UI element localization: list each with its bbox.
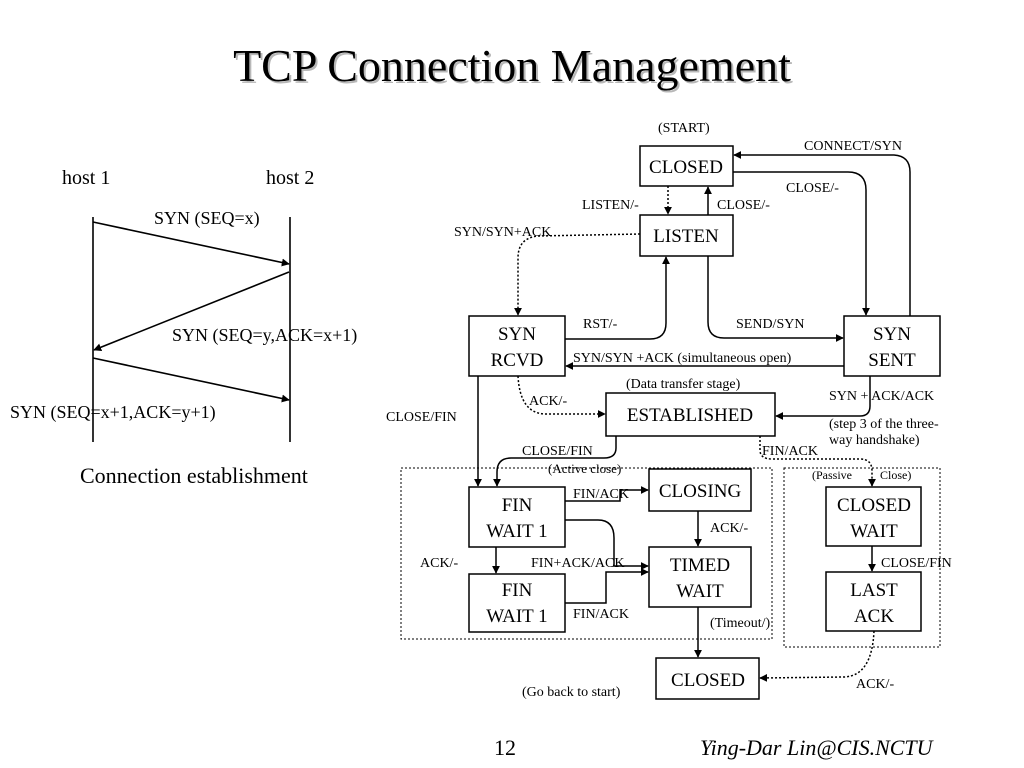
- label-close-fin-left: CLOSE/FIN: [386, 410, 457, 425]
- handshake-caption: Connection establishment: [80, 463, 308, 488]
- state-closed-top: [639, 145, 734, 187]
- state-syn-sent-label-2: SENT: [868, 350, 916, 371]
- host2-label: host 2: [266, 167, 314, 189]
- transition-lastack-ack: [759, 630, 875, 682]
- fsm-state-text: CLOSED LISTEN SYN RCVD SYN SENT ESTABLIS…: [486, 157, 916, 691]
- transition-syn-synack: [514, 233, 641, 316]
- state-last-ack-label-2: ACK: [854, 606, 894, 627]
- footer-author: Ying-Dar Lin@CIS.NCTU: [700, 735, 933, 760]
- state-timed-wait-label-2: WAIT: [676, 581, 724, 602]
- label-go-back: (Go back to start): [522, 685, 621, 700]
- fsm-states: [468, 145, 941, 700]
- fsm-transition-labels: (START) CONNECT/SYN CLOSE/- LISTEN/- CLO…: [386, 121, 952, 700]
- state-syn-rcvd-label-2: RCVD: [491, 350, 544, 371]
- transition-rst: [565, 256, 670, 340]
- label-close-fin-lastack: CLOSE/FIN: [881, 556, 952, 571]
- state-closed-bottom: [655, 657, 760, 700]
- fsm-groups: [400, 467, 941, 648]
- state-closed-wait: [825, 486, 922, 547]
- state-fin-wait-1-label-1: FIN: [502, 495, 533, 516]
- transition-finack-ack: [565, 519, 649, 570]
- state-listen-label: LISTEN: [653, 226, 719, 247]
- handshake-msg-3: SYN (SEQ=x+1,ACK=y+1): [10, 402, 216, 423]
- state-established-label: ESTABLISHED: [627, 405, 753, 426]
- label-active-close: (Active close): [548, 461, 621, 476]
- label-timeout: (Timeout/): [710, 616, 770, 631]
- state-fin-wait-2-label-2: WAIT 1: [486, 606, 547, 627]
- label-ack-dash-bottom: ACK/-: [856, 677, 894, 692]
- label-close-dash-right: CLOSE/-: [786, 181, 839, 196]
- fsm-transitions: [474, 151, 911, 682]
- label-fin-ack-ack: FIN+ACK/ACK: [531, 556, 624, 571]
- passive-close-group: [783, 467, 941, 648]
- handshake-arrow-3: [92, 357, 290, 403]
- active-close-group: [400, 467, 773, 640]
- label-close-fin-mid: CLOSE/FIN: [522, 444, 593, 459]
- label-step3-line2: way handshake): [829, 433, 920, 448]
- state-last-ack: [825, 571, 922, 632]
- state-closed-wait-label-2: WAIT: [850, 521, 898, 542]
- label-step3-line1: (step 3 of the three-: [829, 417, 939, 432]
- handshake-arrow-1: [92, 221, 290, 267]
- transition-send-syn: [707, 256, 844, 342]
- label-fin-ack-fw2: FIN/ACK: [573, 607, 629, 622]
- transition-fin-ack-closing: [565, 486, 649, 502]
- state-listen: [639, 214, 734, 257]
- state-closed-wait-label-1: CLOSED: [837, 495, 911, 516]
- transition-close-to-synsent: [733, 171, 870, 316]
- host1-label: host 1: [62, 167, 110, 189]
- label-syn-syn-ack: SYN/SYN+ACK: [454, 225, 551, 240]
- state-closing: [648, 468, 752, 512]
- transition-fw2-fin-ack: [565, 568, 649, 604]
- label-syn-ack-ack: SYN + ACK/ACK: [829, 389, 934, 404]
- state-fin-wait-2: [468, 573, 566, 633]
- handshake-arrow-2: [93, 271, 290, 352]
- state-fin-wait-1-label-2: WAIT 1: [486, 521, 547, 542]
- state-established: [605, 392, 776, 437]
- state-syn-rcvd-label-1: SYN: [498, 324, 536, 345]
- slide-title: TCP Connection Management: [233, 40, 791, 91]
- transition-connect-syn: [733, 151, 911, 316]
- label-rst-dash: RST/-: [583, 317, 618, 332]
- transition-synack-ack: [775, 376, 871, 420]
- label-fin-ack-right: FIN/ACK: [762, 444, 818, 459]
- label-ack-dash-established: ACK/-: [529, 394, 567, 409]
- label-ack-dash-fw1: ACK/-: [420, 556, 458, 571]
- label-ack-dash-closing: ACK/-: [710, 521, 748, 536]
- state-closing-label: CLOSING: [659, 481, 742, 502]
- handshake-diagram: host 1 host 2 SYN (SEQ=x) SYN (SEQ=y,ACK…: [10, 167, 357, 442]
- label-connect-syn: CONNECT/SYN: [804, 139, 902, 154]
- state-timed-wait-label-1: TIMED: [670, 555, 730, 576]
- label-listen-dash: LISTEN/-: [582, 198, 639, 213]
- transition-ack-established: [517, 375, 606, 418]
- label-fin-ack-to-closing: FIN/ACK: [573, 487, 629, 502]
- label-simultaneous-open: SYN/SYN +ACK (simultaneous open): [573, 351, 792, 366]
- label-close-dash-mid: CLOSE/-: [717, 198, 770, 213]
- transition-close-fin-established: [493, 436, 617, 487]
- state-closed-top-label: CLOSED: [649, 157, 723, 178]
- state-closed-bottom-label: CLOSED: [671, 670, 745, 691]
- state-syn-rcvd: [468, 315, 566, 377]
- handshake-msg-1: SYN (SEQ=x): [154, 208, 260, 229]
- label-data-transfer: (Data transfer stage): [626, 377, 741, 392]
- label-passive-close: Close): [880, 468, 911, 482]
- state-syn-sent: [843, 315, 941, 377]
- label-passive: (Passive: [812, 468, 852, 482]
- state-last-ack-label-1: LAST: [850, 580, 898, 601]
- state-syn-sent-label-1: SYN: [873, 324, 911, 345]
- handshake-msg-2: SYN (SEQ=y,ACK=x+1): [172, 325, 357, 346]
- state-timed-wait: [648, 546, 752, 608]
- state-fin-wait-2-label-1: FIN: [502, 580, 533, 601]
- label-send-syn: SEND/SYN: [736, 317, 804, 332]
- label-start: (START): [658, 121, 710, 136]
- state-fin-wait-1: [468, 486, 566, 548]
- page-number: 12: [494, 735, 516, 760]
- transition-fin-ack-passive: [759, 436, 876, 487]
